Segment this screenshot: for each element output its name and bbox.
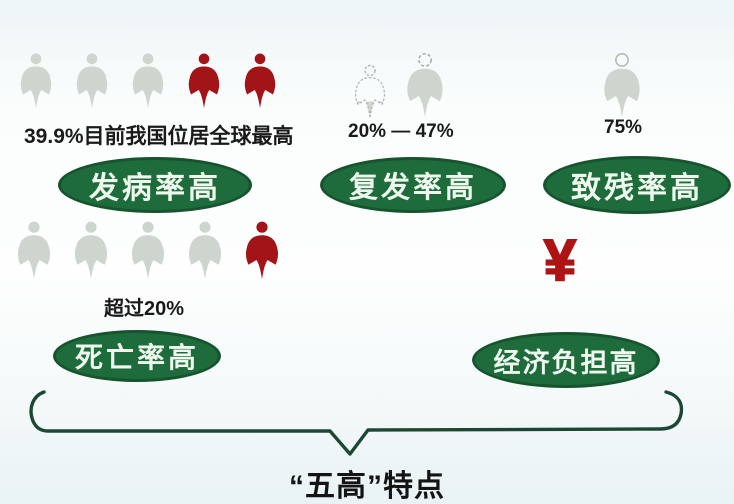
stat-caption-recurrence: 20% — 47% <box>348 121 454 142</box>
group-mortality <box>14 220 282 280</box>
person-icon <box>245 221 279 280</box>
disability-badge: 致残率高 <box>543 156 731 214</box>
person-icon <box>407 52 443 118</box>
person-icon-strip <box>17 52 279 109</box>
economic-badge: 经济负担高 <box>472 332 660 388</box>
person-icon-strip <box>352 52 447 118</box>
person-icon <box>355 64 385 118</box>
recurrence-badge: 复发率高 <box>320 157 506 213</box>
person-icon <box>20 53 52 109</box>
stat-caption-mortality: 超过20% <box>104 298 185 320</box>
footer-title: “五高”特点 <box>289 470 445 503</box>
person-icon <box>604 52 640 118</box>
curly-brace <box>29 390 684 456</box>
mortality-badge: 死亡率高 <box>53 330 221 382</box>
person-icon <box>76 53 108 109</box>
group-incidence <box>17 52 279 109</box>
person-icon <box>17 221 51 280</box>
stat-caption-incidence: 39.9%目前我国位居全球最高 <box>24 125 294 148</box>
person-icon <box>188 53 220 109</box>
incidence-badge: 发病率高 <box>58 157 252 213</box>
person-icon <box>131 221 165 280</box>
person-icon <box>74 221 108 280</box>
person-icon <box>188 221 222 280</box>
group-recurrence <box>352 52 447 118</box>
person-icon <box>132 53 164 109</box>
person-icon <box>244 53 276 109</box>
person-icon-strip <box>600 52 644 118</box>
person-icon-strip <box>14 220 282 280</box>
group-disability <box>600 52 644 118</box>
yen-icon: ¥ <box>543 228 577 293</box>
stat-caption-disability: 75% <box>604 117 643 138</box>
